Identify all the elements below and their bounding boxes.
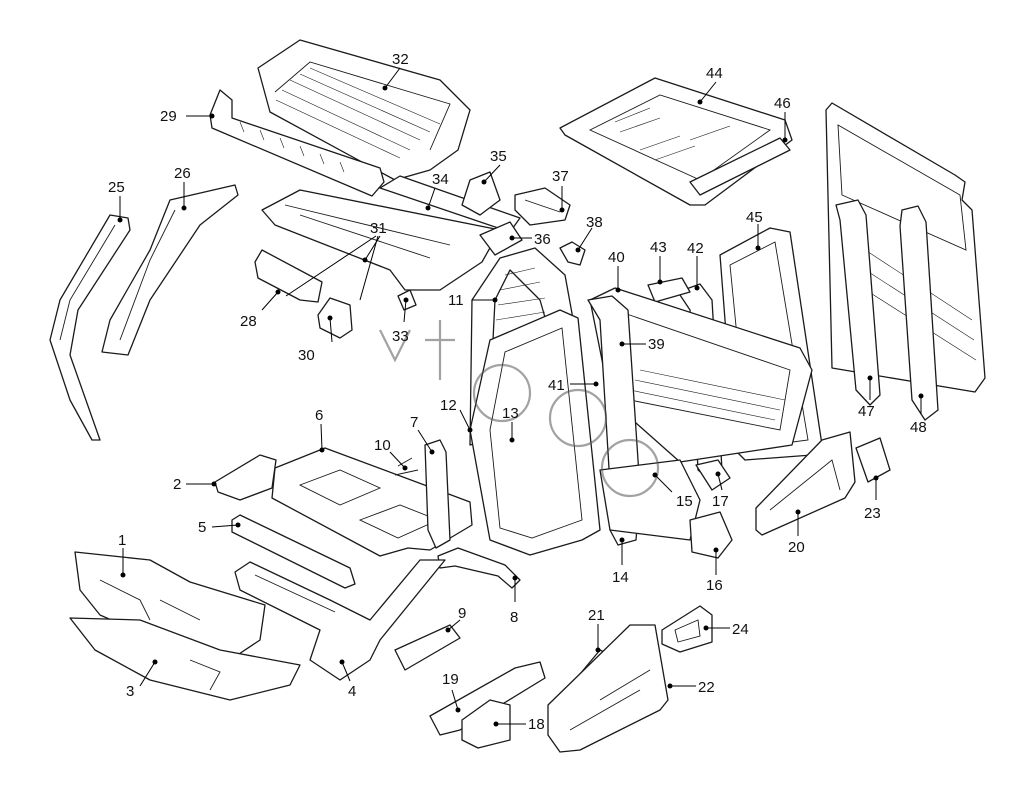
callout-13: 13	[502, 405, 519, 422]
callout-40: 40	[608, 249, 625, 266]
callout-25: 25	[108, 179, 125, 196]
part-35-bracket	[461, 171, 501, 216]
callout-44: 44	[706, 65, 723, 82]
part-23-bracket	[855, 437, 891, 483]
part-5-long-rail	[231, 514, 356, 589]
part-25-left-pillar	[49, 214, 131, 441]
part-37-bracket	[514, 187, 571, 226]
part-16-bracket	[689, 511, 733, 559]
callout-12: 12	[440, 397, 457, 414]
part-47-right-pillar	[835, 199, 881, 406]
part-26-left-panel	[101, 184, 239, 356]
part-11-side-frame	[469, 247, 576, 446]
part-3-underbody	[69, 617, 301, 701]
part-1-front-floor	[74, 551, 266, 661]
callout-21: 21	[588, 607, 605, 624]
callout-17: 17	[712, 493, 729, 510]
callout-20: 20	[788, 539, 805, 556]
callout-46: 46	[774, 95, 791, 112]
part-29-rear-crossmember	[209, 89, 385, 197]
callout-9: 9	[458, 605, 466, 622]
callout-34: 34	[432, 171, 449, 188]
callout-28: 28	[240, 313, 257, 330]
part-4-chassis-rail	[234, 559, 446, 681]
part-30-bracket	[317, 297, 353, 339]
callout-45: 45	[746, 209, 763, 226]
callout-18: 18	[528, 716, 545, 733]
part-36-bracket	[479, 221, 523, 256]
part-10-clip	[394, 457, 419, 476]
callout-38: 38	[586, 214, 603, 231]
part-46-roof-rail	[689, 137, 791, 196]
callout-19: 19	[442, 671, 459, 688]
part-44-roof-panel	[559, 77, 793, 206]
callout-43: 43	[650, 239, 667, 256]
callout-26: 26	[174, 165, 191, 182]
callout-42: 42	[687, 240, 704, 257]
callout-23: 23	[864, 505, 881, 522]
callout-14: 14	[612, 569, 629, 586]
part-17-bracket	[695, 459, 731, 491]
callout-48: 48	[910, 419, 927, 436]
part-22-side-panel	[547, 624, 669, 753]
callout-33: 33	[392, 328, 409, 345]
callout-7: 7	[410, 414, 418, 431]
callout-1: 1	[118, 532, 126, 549]
part-28-bracket	[254, 249, 323, 303]
callout-41: 41	[548, 377, 565, 394]
callout-22: 22	[698, 679, 715, 696]
callout-37: 37	[552, 168, 569, 185]
callout-29: 29	[160, 108, 177, 125]
callout-30: 30	[298, 347, 315, 364]
callout-36: 36	[534, 231, 551, 248]
part-18-bracket	[461, 699, 511, 749]
callout-4: 4	[348, 683, 356, 700]
callout-39: 39	[648, 336, 665, 353]
callout-16: 16	[706, 577, 723, 594]
part-2-bracket	[214, 454, 277, 501]
callout-32: 32	[392, 51, 409, 68]
callout-2: 2	[173, 476, 181, 493]
part-20-side-sill	[755, 431, 856, 536]
callout-31: 31	[370, 220, 387, 237]
callout-8: 8	[510, 609, 518, 626]
callout-6: 6	[315, 407, 323, 424]
part-8-curved-rail	[437, 547, 521, 589]
callout-11: 11	[448, 292, 464, 309]
part-32-rear-floor-tray	[257, 39, 471, 181]
callout-layer: 1 2 3 4 5 6 7 8 9 10 11 12 13	[108, 51, 927, 733]
callout-24: 24	[732, 621, 749, 638]
part-9-bracket	[394, 624, 461, 671]
part-6-floor-panel	[271, 447, 473, 557]
callout-10: 10	[374, 437, 391, 454]
part-19-bracket	[429, 661, 546, 736]
part-48-right-pillar	[899, 205, 939, 421]
part-12-door-opening	[469, 309, 601, 556]
part-24-bracket	[661, 605, 713, 653]
part-31-34-floor-rear-section	[261, 175, 521, 291]
watermark-logo	[379, 320, 660, 498]
callout-15: 15	[676, 493, 693, 510]
callout-5: 5	[198, 519, 206, 536]
part-7-post	[424, 439, 451, 549]
callout-3: 3	[126, 683, 134, 700]
callout-47: 47	[858, 403, 875, 420]
callout-35: 35	[490, 148, 507, 165]
